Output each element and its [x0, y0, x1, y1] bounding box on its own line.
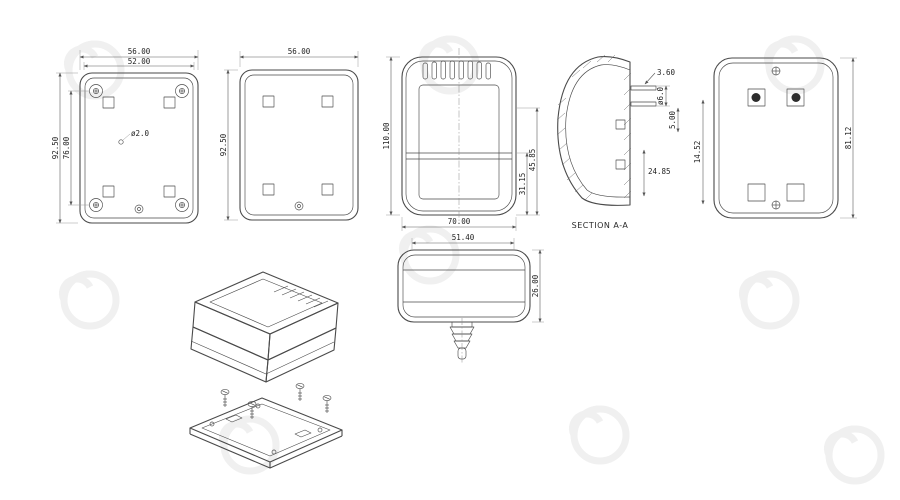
front-view: 110.00 70.00 31.15 45.85 — [382, 48, 540, 231]
dim-label-hole-dia: ø2.0 — [131, 129, 150, 138]
dim-label: 3.60 — [657, 68, 676, 77]
dim-pin-offset: 24.85 — [642, 149, 671, 197]
bottom-view: 51.40 26.00 — [397, 233, 544, 364]
back-plate-view: 56.00 92.50 — [219, 47, 359, 221]
enclosure-base — [190, 326, 337, 383]
dim-width: 70.00 — [401, 217, 517, 231]
section-caption: SECTION A-A — [572, 221, 629, 230]
clip-openings — [262, 95, 334, 196]
dim-width: 51.40 — [411, 233, 515, 250]
dim-label: 45.85 — [528, 149, 537, 172]
interior-back-view: ø2.0 56.00 52.00 92.50 76.00 — [51, 47, 199, 224]
dim-height-inner: 76.00 — [62, 90, 89, 206]
dim-label: 24.85 — [648, 167, 671, 176]
dim-pin-length: 5.00 — [668, 107, 680, 133]
snap-features — [102, 96, 176, 198]
terminal-pins — [630, 85, 657, 107]
screw-hole — [294, 201, 304, 211]
corner-screw-bosses — [89, 84, 189, 212]
section-view: 3.60 ø6.0 5.00 24.85 SECTION A-A — [556, 54, 680, 230]
mounting-plate — [189, 397, 343, 469]
dim-label: 14.52 — [693, 141, 702, 164]
back-exterior-view: 14.52 81.12 — [693, 57, 857, 219]
dim-label: 110.00 — [382, 122, 391, 150]
dim-label: 81.12 — [844, 127, 853, 150]
dim-label: 70.00 — [448, 217, 471, 226]
dim-height: 81.12 — [840, 57, 857, 219]
dim-wall: 3.60 — [644, 68, 676, 85]
dim-label: 56.00 — [128, 47, 151, 56]
dim-label: 26.00 — [531, 274, 540, 297]
dim-label: 5.00 — [668, 110, 677, 129]
dim-height: 110.00 — [382, 56, 400, 216]
enclosure-lid — [192, 271, 339, 361]
dim-height: 92.50 — [219, 69, 238, 221]
dim-depth: 26.00 — [531, 249, 544, 323]
dim-label: 52.00 — [128, 57, 151, 66]
section-inner-wall — [565, 64, 631, 198]
exploded-isometric-view — [189, 271, 343, 469]
top-screw — [771, 66, 781, 76]
lid-vent-lines — [273, 285, 329, 308]
center-hole-callout: ø2.0 — [118, 129, 150, 145]
dim-band-upper: 45.85 — [516, 107, 540, 216]
vent-slots — [422, 60, 491, 80]
dim-label: 56.00 — [288, 47, 311, 56]
dim-height-outer: 92.50 — [51, 72, 78, 224]
keyhole-features — [747, 88, 805, 202]
dim-label: 92.50 — [219, 133, 228, 156]
dim-label: 31.15 — [518, 173, 527, 196]
bottom-screw — [771, 200, 781, 210]
dim-width-inner: 52.00 — [83, 57, 195, 70]
dim-feature: 14.52 — [693, 99, 705, 205]
dim-width-outer: 56.00 — [79, 47, 199, 70]
dim-band-lower: 31.15 — [516, 152, 530, 216]
watermark-pattern — [62, 39, 881, 481]
internal-bosses — [615, 119, 626, 170]
cable-connector — [449, 318, 475, 364]
dim-width: 56.00 — [239, 47, 359, 67]
dim-label: 76.00 — [62, 136, 71, 159]
dim-label: 92.50 — [51, 136, 60, 159]
bottom-center-boss — [134, 204, 144, 214]
dim-label: 51.40 — [452, 233, 475, 242]
dim-label: ø6.0 — [656, 86, 665, 105]
dim-pin-diameter: ø6.0 — [656, 85, 670, 107]
section-profile — [557, 56, 631, 206]
